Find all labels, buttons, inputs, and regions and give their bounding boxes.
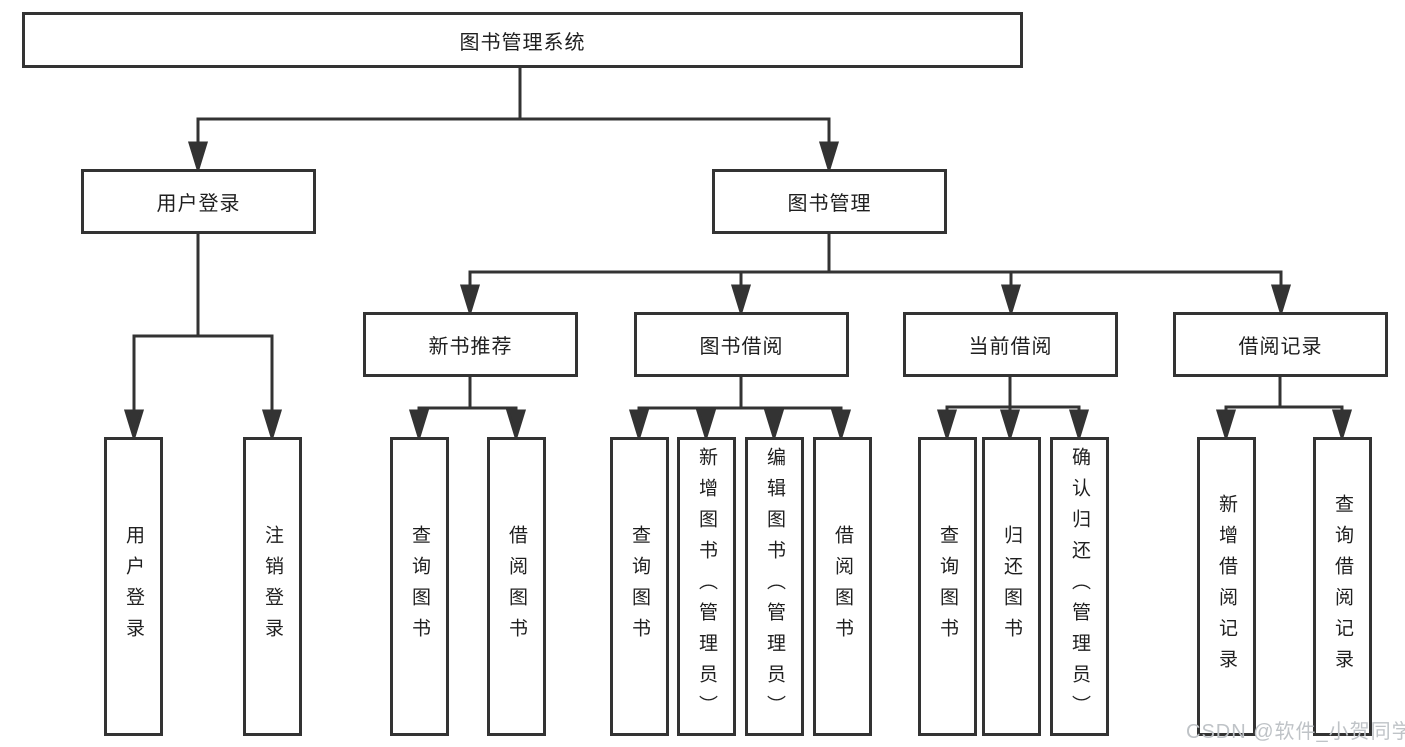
leaf-add-borrow-record-label: 新增借阅记录 bbox=[1216, 493, 1237, 680]
leaf-return-books-label: 归还图书 bbox=[1001, 524, 1022, 649]
edge-book-management-to-level2 bbox=[459, 234, 1292, 318]
node-new-book-recommend: 新书推荐 bbox=[363, 312, 578, 377]
leaf-query-books-current-label: 查询图书 bbox=[937, 524, 958, 649]
node-current-borrow-label: 当前借阅 bbox=[968, 336, 1053, 358]
leaf-user-login: 用户登录 bbox=[104, 437, 163, 736]
leaf-edit-books-admin: 编辑图书（管理员） bbox=[745, 437, 804, 736]
leaf-add-books-admin: 新增图书（管理员） bbox=[677, 437, 736, 736]
node-book-borrow: 图书借阅 bbox=[634, 312, 849, 377]
node-borrow-records: 借阅记录 bbox=[1173, 312, 1388, 377]
leaf-logout-label: 注销登录 bbox=[262, 524, 283, 649]
edge-current-borrow-to-leaves bbox=[936, 377, 1090, 443]
node-borrow-records-label: 借阅记录 bbox=[1238, 336, 1323, 358]
leaf-query-books-recommend: 查询图书 bbox=[390, 437, 449, 736]
leaf-borrow-books-recommend-label: 借阅图书 bbox=[506, 524, 527, 649]
node-new-book-recommend-label: 新书推荐 bbox=[428, 336, 513, 358]
leaf-borrow-books-label: 借阅图书 bbox=[832, 524, 853, 649]
leaf-user-login-label: 用户登录 bbox=[123, 524, 144, 649]
leaf-confirm-return-admin: 确认归还（管理员） bbox=[1050, 437, 1109, 736]
leaf-query-books-recommend-label: 查询图书 bbox=[409, 524, 430, 649]
leaf-borrow-books-recommend: 借阅图书 bbox=[487, 437, 546, 736]
edge-book-borrow-to-leaves bbox=[628, 377, 852, 443]
leaf-query-books-borrow: 查询图书 bbox=[610, 437, 669, 736]
node-root-system: 图书管理系统 bbox=[22, 12, 1023, 68]
node-book-management: 图书管理 bbox=[712, 169, 947, 234]
leaf-confirm-return-admin-label: 确认归还（管理员） bbox=[1069, 447, 1090, 726]
edge-root-to-level1 bbox=[187, 68, 840, 175]
edge-new-book-recommend-to-leaves bbox=[408, 377, 527, 443]
leaf-query-borrow-record: 查询借阅记录 bbox=[1313, 437, 1372, 736]
leaf-add-borrow-record: 新增借阅记录 bbox=[1197, 437, 1256, 736]
node-user-login: 用户登录 bbox=[81, 169, 316, 234]
node-current-borrow: 当前借阅 bbox=[903, 312, 1118, 377]
node-user-login-label: 用户登录 bbox=[156, 193, 241, 215]
node-book-management-label: 图书管理 bbox=[787, 193, 872, 215]
leaf-logout: 注销登录 bbox=[243, 437, 302, 736]
leaf-edit-books-admin-label: 编辑图书（管理员） bbox=[764, 447, 785, 726]
leaf-query-borrow-record-label: 查询借阅记录 bbox=[1332, 493, 1353, 680]
edge-borrow-records-to-leaves bbox=[1215, 377, 1353, 443]
node-root-label: 图书管理系统 bbox=[459, 31, 586, 54]
leaf-add-books-admin-label: 新增图书（管理员） bbox=[696, 447, 717, 726]
csdn-watermark: CSDN @软件_小贺同学 bbox=[1186, 721, 1405, 743]
leaf-return-books: 归还图书 bbox=[982, 437, 1041, 736]
leaf-borrow-books: 借阅图书 bbox=[813, 437, 872, 736]
leaf-query-books-borrow-label: 查询图书 bbox=[629, 524, 650, 649]
edge-user-login-to-leaves bbox=[123, 234, 283, 443]
leaf-query-books-current: 查询图书 bbox=[918, 437, 977, 736]
node-book-borrow-label: 图书借阅 bbox=[699, 336, 784, 358]
